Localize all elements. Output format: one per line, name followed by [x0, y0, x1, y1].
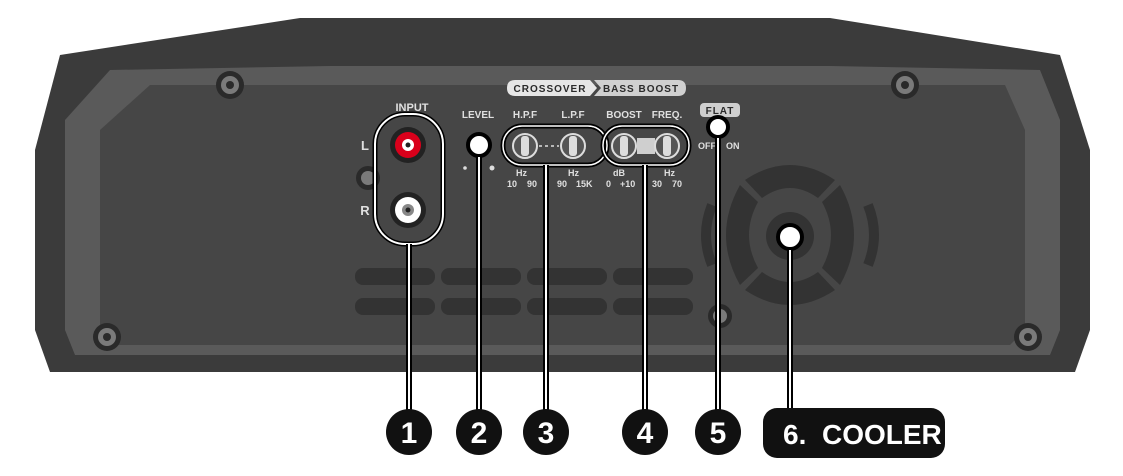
callout-badge-5: 5 — [695, 409, 741, 455]
freq-label: FREQ. — [652, 110, 683, 121]
flat-badge — [700, 103, 740, 117]
hpf-max: 90 — [527, 179, 537, 189]
callout-badge-1: 1 — [386, 409, 432, 455]
callout-leader-lines — [406, 138, 793, 412]
crossover-bass-boost-header — [507, 80, 686, 96]
level-label: LEVEL — [462, 110, 494, 121]
flat-label: FLAT — [706, 106, 735, 117]
svg-text:3: 3 — [538, 417, 555, 450]
input-right-label: R — [360, 203, 370, 218]
callout-badge-4: 4 — [622, 409, 668, 455]
lpf-unit: Hz — [568, 168, 579, 178]
freq-max: 70 — [672, 179, 682, 189]
callout-badge-6-cooler: 6. COOLER — [763, 408, 945, 458]
hpf-knob[interactable] — [512, 133, 538, 159]
freq-knob[interactable] — [654, 133, 680, 159]
control-panel — [100, 85, 1025, 345]
boost-label: BOOST — [606, 110, 642, 121]
boost-min: 0 — [606, 179, 611, 189]
rca-jack-left[interactable] — [390, 127, 426, 163]
screw-icon — [891, 71, 919, 99]
lpf-max: 15K — [576, 179, 593, 189]
freq-min: 30 — [652, 179, 662, 189]
hpf-min: 10 — [507, 179, 517, 189]
flat-on-label: ON — [726, 141, 740, 151]
boost-max: +10 — [620, 179, 635, 189]
svg-text:5: 5 — [710, 417, 727, 450]
boost-knob[interactable] — [611, 133, 637, 159]
svg-text:4: 4 — [637, 417, 654, 450]
flat-off-label: OFF — [698, 141, 716, 151]
callout-badge-3: 3 — [523, 409, 569, 455]
lpf-knob[interactable] — [560, 133, 586, 159]
cooler-number: 6. — [783, 419, 806, 450]
hpf-unit: Hz — [516, 168, 527, 178]
flat-switch[interactable] — [706, 115, 730, 139]
callout-badge-2: 2 — [456, 409, 502, 455]
svg-text:1: 1 — [401, 417, 418, 450]
cooler-label: COOLER — [822, 419, 942, 450]
crossover-label: CROSSOVER — [514, 84, 587, 95]
lpf-min: 90 — [557, 179, 567, 189]
rca-jack-right[interactable] — [390, 192, 426, 228]
level-knob[interactable] — [466, 132, 492, 158]
boost-unit: dB — [613, 168, 625, 178]
svg-text:2: 2 — [471, 417, 488, 450]
screw-icon — [1014, 323, 1042, 351]
lpf-label: L.P.F — [561, 110, 584, 121]
hpf-label: H.P.F — [513, 110, 537, 121]
freq-unit: Hz — [664, 168, 675, 178]
screw-icon — [93, 323, 121, 351]
input-left-label: L — [361, 138, 369, 153]
cooler-marker — [776, 223, 804, 251]
input-label: INPUT — [396, 102, 429, 114]
screw-icon — [216, 71, 244, 99]
bass-boost-label: BASS BOOST — [603, 84, 679, 95]
